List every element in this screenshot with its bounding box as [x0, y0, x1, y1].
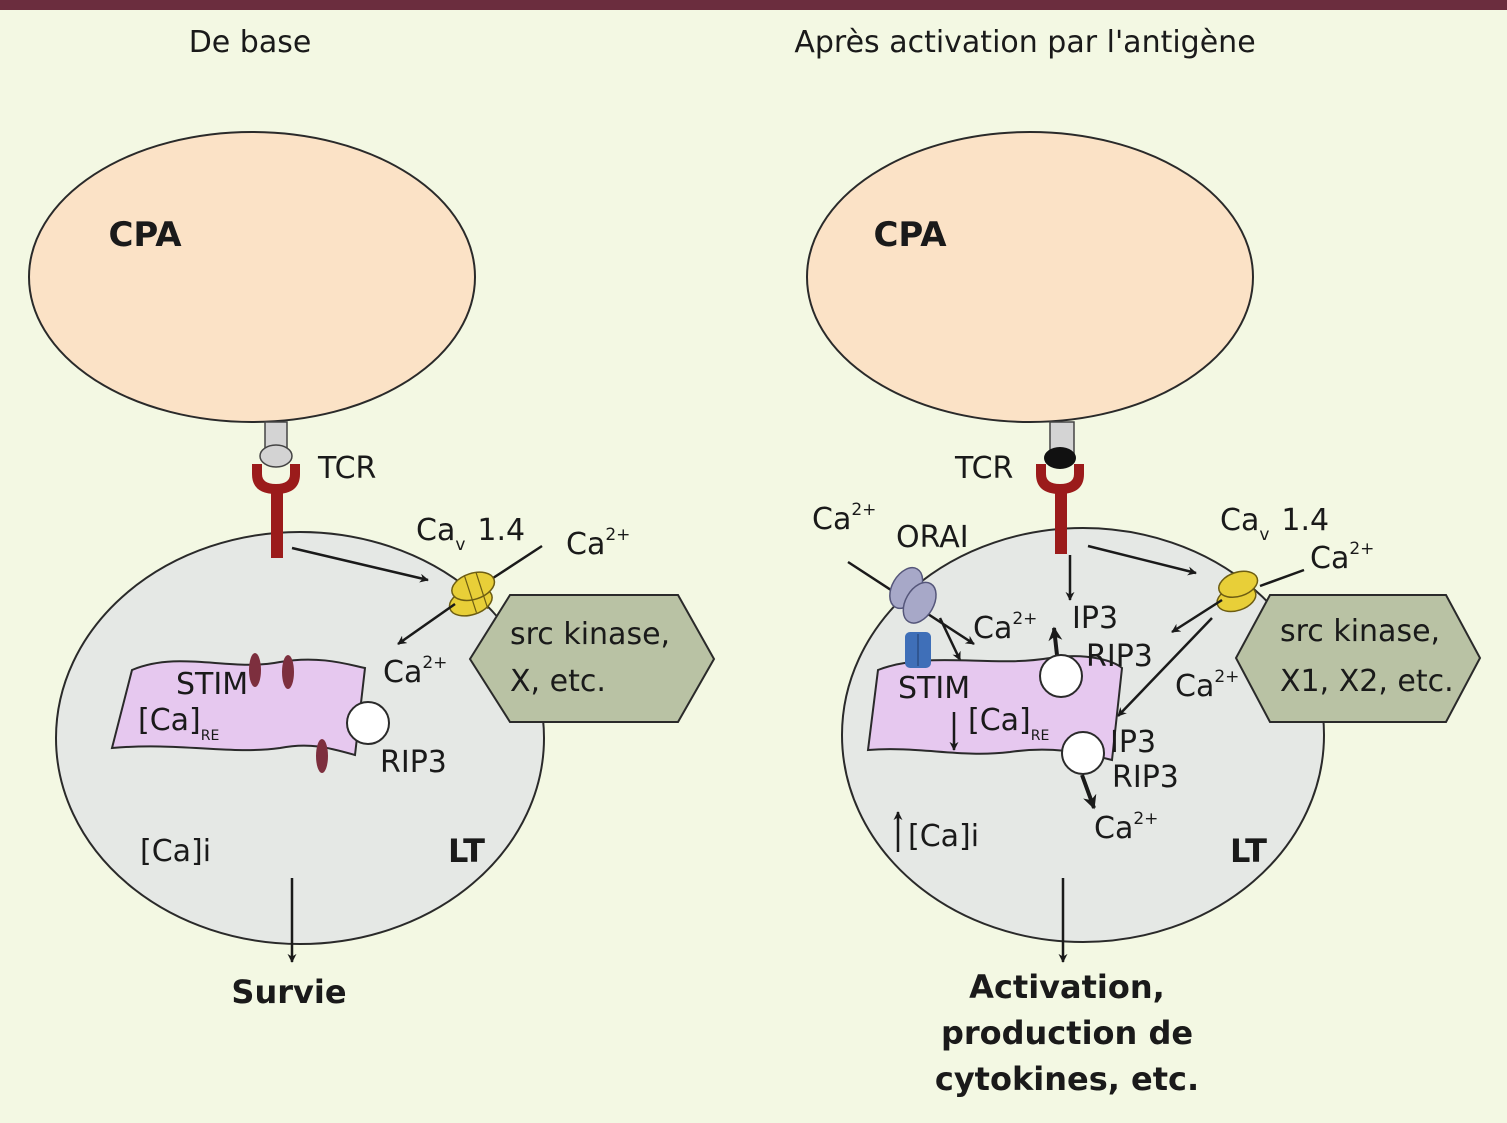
- ca-i-label: [Ca]i: [908, 819, 979, 854]
- rip3-bottom-label: RIP3: [1112, 760, 1179, 795]
- ca-intracellular-label: Ca2+: [383, 653, 447, 690]
- outcome-line1: Activation,: [969, 968, 1165, 1006]
- tcr-receptor-icon: [252, 464, 300, 558]
- kinase-box: [468, 594, 716, 723]
- ca-release-down-arrow: [1080, 774, 1097, 810]
- kinase-box: [1234, 594, 1482, 723]
- ca-i-label: [Ca]i: [140, 834, 211, 869]
- right-heading: Après activation par l'antigène: [794, 25, 1255, 60]
- outcome-line3: cytokines, etc.: [935, 1060, 1199, 1098]
- outcome-label: Survie: [231, 973, 346, 1011]
- tcr-to-cav-arrow: [1087, 544, 1197, 576]
- kinase-line2: X1, X2, etc.: [1280, 664, 1454, 699]
- ca-influx-arrow: [1171, 598, 1223, 634]
- ca-to-er-arrow: [1117, 617, 1213, 717]
- ca-influx-arrow: [397, 602, 456, 646]
- stim-protein-icon: [282, 655, 294, 689]
- lt-label: LT: [448, 832, 485, 870]
- rip3-label: RIP3: [380, 745, 447, 780]
- left-heading: De base: [189, 25, 312, 60]
- stim-label: STIM: [898, 671, 970, 706]
- cpa-cell: [806, 131, 1254, 423]
- rip3-circle-icon: [346, 701, 390, 745]
- outcome-line2: production de: [941, 1014, 1193, 1052]
- top-bar: [0, 0, 1507, 10]
- rip3-top-label: RIP3: [1086, 639, 1153, 674]
- ip3-bottom-label: IP3: [1110, 725, 1156, 760]
- stim-protein-icon: [905, 632, 931, 668]
- mhc-peptide-icon: [1044, 421, 1076, 469]
- mhc-peptide-icon: [259, 421, 293, 468]
- ca-release-label: Ca2+: [1094, 809, 1158, 846]
- kinase-line2: X, etc.: [510, 664, 606, 699]
- ca-extracellular-right-label: Ca2+: [1310, 539, 1374, 576]
- tcr-label: TCR: [317, 451, 376, 486]
- ca-entry-line: [1259, 568, 1305, 588]
- tcr-to-cav-arrow: [291, 546, 429, 583]
- rip3-circle-icon: [1061, 731, 1105, 775]
- orai-channel-icon: [889, 566, 937, 624]
- cpa-label: CPA: [873, 215, 947, 255]
- kinase-line1: src kinase,: [1280, 614, 1440, 649]
- orai-label: ORAI: [896, 520, 969, 555]
- cav14-channel-icon: [1216, 570, 1259, 613]
- lt-label: LT: [1230, 832, 1267, 870]
- ip3-top-label: IP3: [1072, 601, 1118, 636]
- tcr-label: TCR: [954, 451, 1013, 486]
- ca-extracellular-label: Ca2+: [566, 525, 630, 562]
- ca-orai-intracellular-label: Ca2+: [973, 609, 1037, 646]
- ca-entry-line: [489, 544, 543, 582]
- right-panel: Après activation par l'antigène CPA TCR: [794, 25, 1482, 1098]
- stim-protein-icon: [249, 653, 261, 687]
- stim-protein-icon: [316, 739, 328, 773]
- ca-orai-extracellular-label: Ca2+: [812, 500, 876, 537]
- ca-re-label: [Ca]RE: [138, 703, 219, 744]
- kinase-line1: src kinase,: [510, 617, 670, 652]
- ca-mid-label: Ca2+: [1175, 667, 1239, 704]
- cpa-cell: [28, 131, 476, 423]
- cpa-label: CPA: [108, 215, 182, 255]
- tcr-receptor-icon: [1036, 464, 1084, 554]
- ca-re-label: [Ca]RE: [968, 703, 1049, 744]
- cav14-channel-icon: [448, 571, 496, 617]
- stim-label: STIM: [176, 667, 248, 702]
- er-reticulum: [110, 658, 367, 757]
- rip3-circle-icon: [1039, 654, 1083, 698]
- orai-ca-arrow: [938, 617, 962, 661]
